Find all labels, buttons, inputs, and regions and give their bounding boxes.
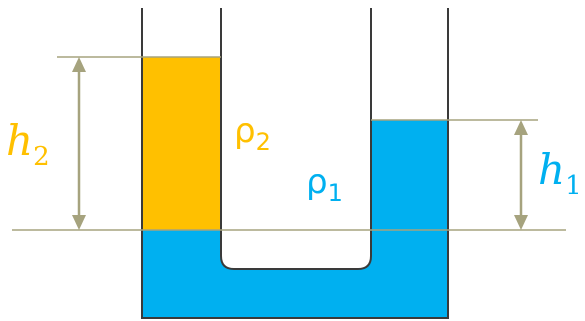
h2-dimension-arrow: [72, 57, 86, 230]
h2-label-base: h: [6, 116, 33, 165]
h1-arrow-head-top: [514, 120, 528, 135]
oil-fill: [142, 57, 221, 230]
fluid-layer: [142, 57, 448, 318]
h1-dimension-arrow: [514, 120, 528, 230]
rho1-label-base: ρ: [306, 162, 328, 202]
h2-label-subscript: 2: [33, 142, 50, 172]
h1-label-base: h: [538, 145, 565, 194]
rho2-label-base: ρ: [234, 111, 256, 151]
rho1-label-subscript: 1: [328, 179, 343, 207]
h1-arrow-head-bottom: [514, 215, 528, 230]
h1-label-subscript: 1: [565, 171, 582, 201]
h1-label: h1: [538, 145, 582, 201]
guide-lines: [12, 56, 566, 231]
h2-arrow-head-top: [72, 57, 86, 72]
rho2-label-subscript: 2: [256, 128, 271, 156]
rho1-label: ρ1: [306, 162, 343, 207]
rho2-label: ρ2: [234, 111, 271, 156]
tube-outline: [141, 8, 449, 319]
tube-outer-wall: [141, 8, 449, 319]
h2-arrow-head-bottom: [72, 215, 86, 230]
tube-inner-wall: [220, 8, 372, 270]
h2-label: h2: [6, 116, 50, 172]
